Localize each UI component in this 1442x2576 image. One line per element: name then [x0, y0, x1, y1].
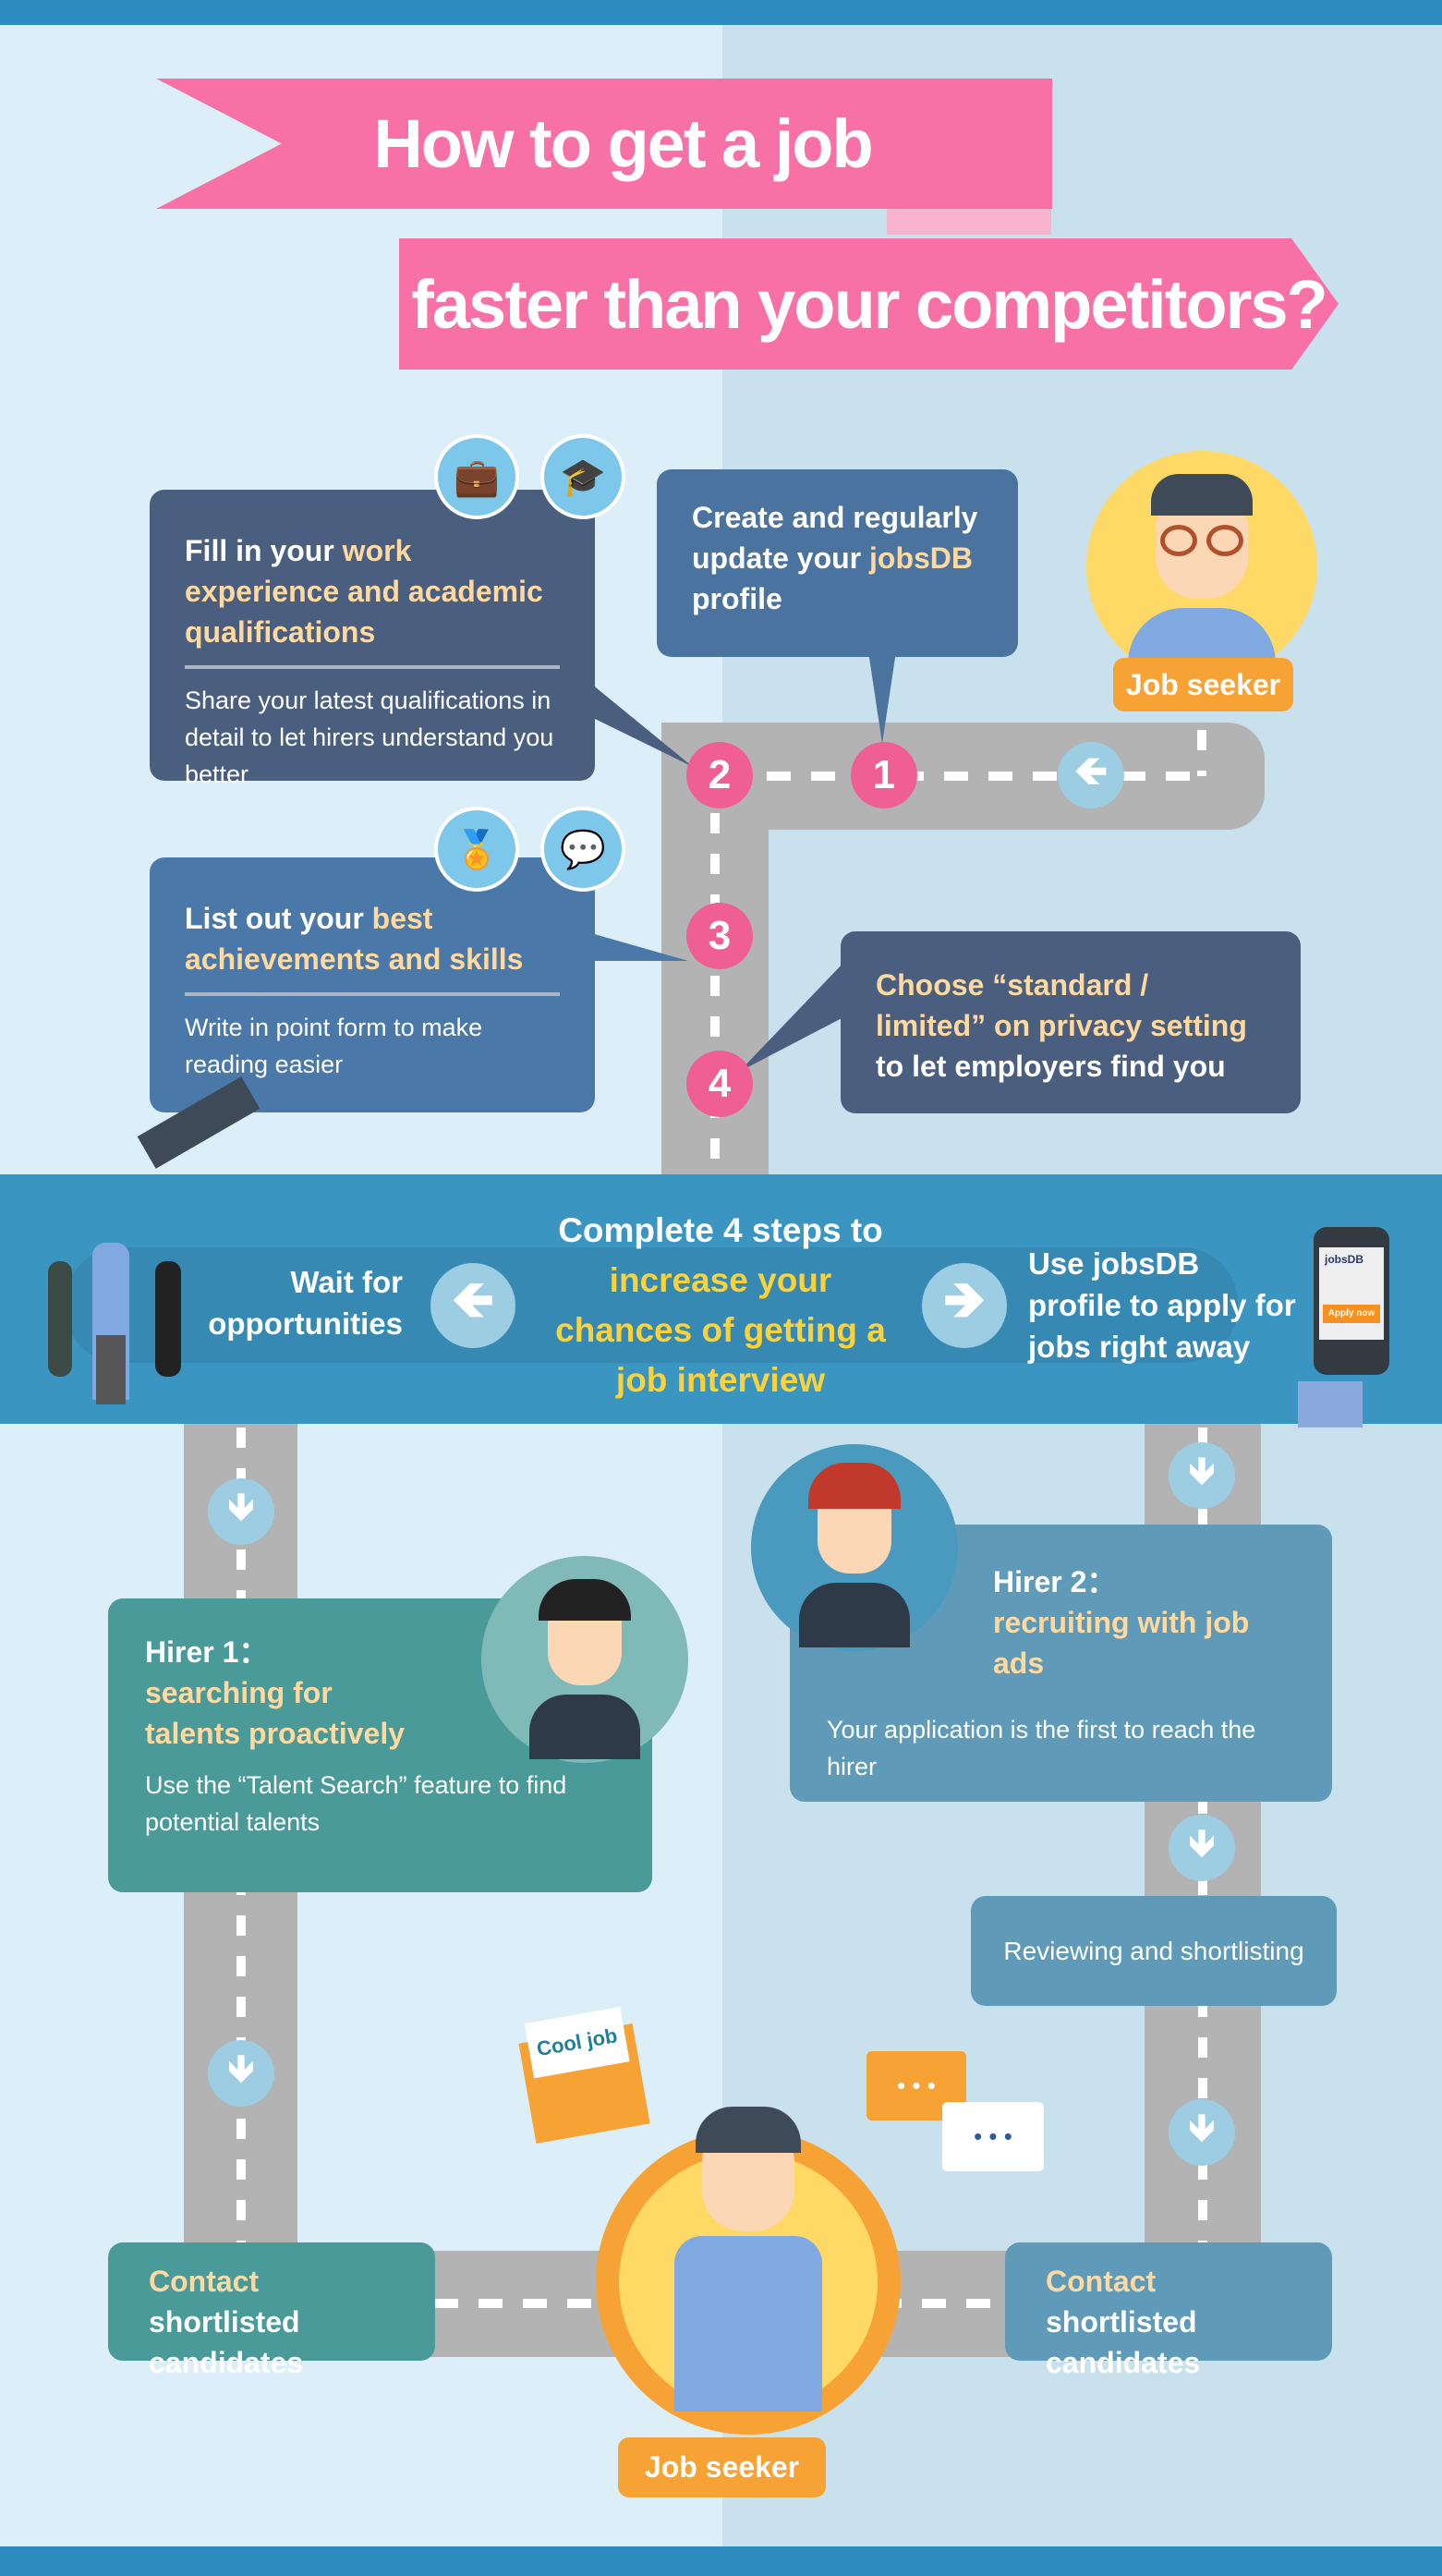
- arrow-down-icon: 🡻: [1169, 1442, 1235, 1509]
- step-4-box: Choose “standard / limited” on privacy s…: [841, 931, 1301, 1113]
- band-center-text: Complete 4 steps to increase your chance…: [555, 1211, 886, 1399]
- people-illustration: [37, 1243, 185, 1404]
- step-1-box: Create and regularly update your jobsDB …: [657, 469, 1018, 657]
- reviewing-box: Reviewing and shortlisting: [971, 1896, 1337, 2006]
- step-2-body: Share your latest qualifications in deta…: [185, 687, 554, 788]
- job-seeker-label: Job seeker: [1113, 658, 1293, 711]
- step-2-number: 2: [686, 742, 753, 808]
- apply-text: Use jobsDB profile to apply for jobs rig…: [1028, 1246, 1296, 1364]
- job-seeker-avatar: [1086, 451, 1317, 682]
- bottom-bar: [0, 2546, 1442, 2576]
- step-3-body: Write in point form to make reading easi…: [185, 1014, 483, 1078]
- banner-fold: [887, 209, 1051, 235]
- arrow-left-icon: 🡸: [1058, 742, 1124, 808]
- step-4-number: 4: [686, 1051, 753, 1117]
- road-dashes: [1197, 730, 1206, 776]
- apply-now-button: Apply now: [1323, 1305, 1380, 1323]
- road-dashes: [710, 813, 720, 1173]
- arrow-down-icon: 🡻: [208, 1478, 274, 1545]
- graduation-cap-plus-icon: 🎓: [540, 434, 625, 519]
- chat-plus-icon: 💬: [540, 807, 625, 892]
- wait-text: Wait for opportunities: [208, 1265, 403, 1341]
- chat-bubble-white: • • •: [942, 2102, 1044, 2171]
- arrow-left-icon: 🡸: [430, 1263, 515, 1348]
- title-line-2: faster than your competitors?: [411, 265, 1328, 343]
- sleeve: [1298, 1381, 1363, 1428]
- road-dashes: [767, 772, 1210, 781]
- top-bar: [0, 0, 1442, 25]
- award-plus-icon: 🏅: [434, 807, 519, 892]
- phone-icon: jobsDB Apply now: [1314, 1227, 1389, 1375]
- title-banner-1: How to get a job: [156, 79, 1052, 209]
- step-3-number: 3: [686, 903, 753, 969]
- job-seeker-bottom-avatar: [596, 2107, 901, 2435]
- job-seeker-bottom-label: Job seeker: [618, 2437, 826, 2497]
- title-banner-2: faster than your competitors?: [399, 238, 1339, 370]
- band-road: [65, 1247, 1238, 1363]
- title-line-1: How to get a job: [373, 105, 873, 182]
- step-3-box: List out your best achievements and skil…: [150, 857, 595, 1112]
- hirer-1-avatar: [481, 1556, 688, 1763]
- briefcase-plus-icon: 💼: [434, 434, 519, 519]
- arrow-right-icon: 🡺: [922, 1263, 1007, 1348]
- step-1-number: 1: [851, 742, 917, 808]
- arrow-down-icon: 🡻: [208, 2040, 274, 2107]
- contact-left-box: Contact shortlisted candidates: [108, 2242, 435, 2379]
- contact-right-box: Contact shortlisted candidates: [1005, 2242, 1332, 2379]
- hirer-2-avatar: [751, 1444, 958, 1651]
- arrow-down-icon: 🡻: [1169, 1815, 1235, 1881]
- envelope-icon: Cool job: [518, 2007, 650, 2145]
- chat-bubble-orange: • • •: [866, 2051, 966, 2120]
- step-2-box: Fill in your work experience and academi…: [150, 490, 595, 788]
- arrow-down-icon: 🡻: [1169, 2099, 1235, 2166]
- hirer-2-box: Hirer 2： recruiting with job ads Your ap…: [790, 1525, 1332, 1802]
